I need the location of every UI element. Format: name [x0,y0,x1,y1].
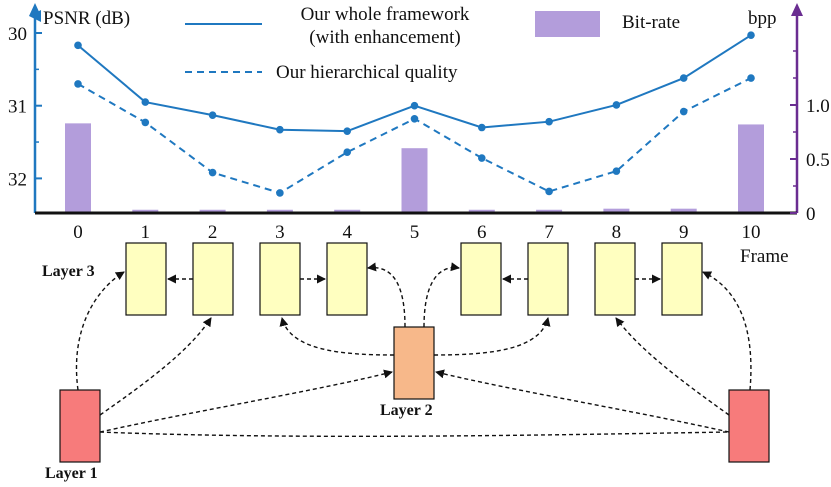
layer3-label: Layer 3 [42,263,95,280]
series-1-point-10 [747,74,755,82]
x-tick-label-4: 4 [342,222,352,243]
bitrate-bars [65,123,764,213]
bitrate-bar-6 [468,209,495,213]
series-1-point-5 [410,114,419,123]
series-0-point-3 [276,125,284,134]
series-1-point-4 [343,148,352,157]
series-0-point-6 [478,123,486,132]
series-1-point-2 [208,168,217,177]
layer2-label: Layer 2 [380,402,433,419]
right-tick-label-0: 0 [806,204,816,225]
chart-ticks: 30 31 32 PSNR (dB) 0 0.5 1.0 bpp 0 1 2 3 4 5 6 7 8 9 10Fra… [8,8,830,267]
legend-bar-label: Bit-rate [622,12,680,33]
layer3-frame-box-2 [259,242,301,316]
right-tick-label-1: 0.5 [806,150,830,171]
x-tick-label-10: 10 [742,222,761,243]
legend-solid-label-0: Our whole framework [301,4,470,25]
bitrate-bar-4 [334,209,361,213]
x-tick-label-0: 0 [73,222,83,243]
x-tick-label-7: 7 [544,222,554,243]
layer2-frame-box [393,326,435,400]
reference-arrow-11 [702,271,752,391]
left-tick-label-1: 31 [8,97,27,118]
layer3-frame-box-3 [326,242,368,316]
series-0-point-2 [208,111,217,119]
series-1-point-7 [545,187,553,196]
bitrate-bar-2 [199,209,226,213]
reference-arrow-8 [75,271,125,391]
series-0-point-1 [141,98,150,106]
layer3-frame-box-5 [527,242,569,316]
chart-legend: Our whole framework(with enhancement) Our… [185,4,680,83]
legend-bar-swatch [535,11,600,37]
right-axis-label: bpp [748,8,777,29]
series-0-point-5 [410,101,419,110]
right-tick-label-2: 1.0 [806,96,830,117]
series-1-point-6 [478,154,486,162]
x-tick-label-1: 1 [141,222,151,243]
x-tick-label-5: 5 [410,222,420,243]
reference-arrow-4 [367,262,406,328]
series-0-point-4 [343,127,352,135]
frame-boxes [59,242,770,463]
series-1-point-9 [679,107,688,116]
left-axis-arrow [29,3,41,16]
series-0-point-10 [747,31,755,39]
bitrate-bar-0 [65,123,91,213]
left-axis-label: PSNR (dB) [43,8,130,29]
series-0-point-7 [545,117,553,126]
psnr-lines [74,31,755,197]
x-tick-label-8: 8 [612,222,622,243]
left-tick-label-2: 32 [8,169,27,190]
series-1-point-0 [74,80,82,88]
layer3-frame-box-7 [661,242,703,316]
reference-arrow-14 [99,431,730,438]
series-1-point-8 [612,167,621,175]
x-tick-label-9: 9 [679,222,689,243]
bitrate-bar-8 [603,208,630,213]
layer1-label: Layer 1 [45,465,98,482]
series-0-point-9 [679,74,688,82]
frame-hierarchy-diagram: Layer 3 Layer 2 Layer 1 [42,242,770,482]
layer3-frame-box-1 [192,242,234,316]
x-axis-label: Frame [740,246,789,267]
x-tick-label-6: 6 [477,222,487,243]
layer3-frame-box-6 [594,242,636,316]
reference-arrow-9 [99,317,212,416]
x-tick-label-3: 3 [275,222,285,243]
left-tick-label-0: 30 [8,24,27,45]
reference-arrow-13 [435,369,730,433]
x-tick-label-2: 2 [208,222,218,243]
series-1-point-3 [276,189,284,197]
reference-arrow-10 [99,369,393,433]
reference-arrow-7 [433,317,551,356]
series-0-point-8 [612,101,621,109]
bitrate-bar-7 [536,209,563,213]
series-0-point-0 [74,41,82,50]
bitrate-bar-3 [266,209,293,213]
bitrate-bar-10 [738,124,764,213]
layer1-frame-box-left [59,389,101,463]
layer3-frame-box-4 [460,242,502,316]
legend-dashed-label: Our hierarchical quality [276,62,458,83]
reference-arrow-12 [615,317,730,416]
bitrate-bar-9 [670,208,697,213]
reference-arrow-6 [279,317,395,356]
right-axis-arrow [791,3,803,16]
series-1-point-1 [141,118,150,127]
psnr-bpp-chart: 30 31 32 PSNR (dB) 0 0.5 1.0 bpp 0 1 2 3 4 5 6 7 8 9 10Fra… [8,3,830,267]
chart-axes [29,3,803,215]
layer1-frame-box-right [728,389,770,463]
bitrate-bar-1 [132,209,159,213]
reference-arrows [75,262,752,438]
layer3-frame-box-0 [125,242,167,316]
bitrate-bar-5 [401,148,428,213]
reference-arrow-5 [423,262,460,328]
legend-solid-label-1: (with enhancement) [309,27,460,48]
